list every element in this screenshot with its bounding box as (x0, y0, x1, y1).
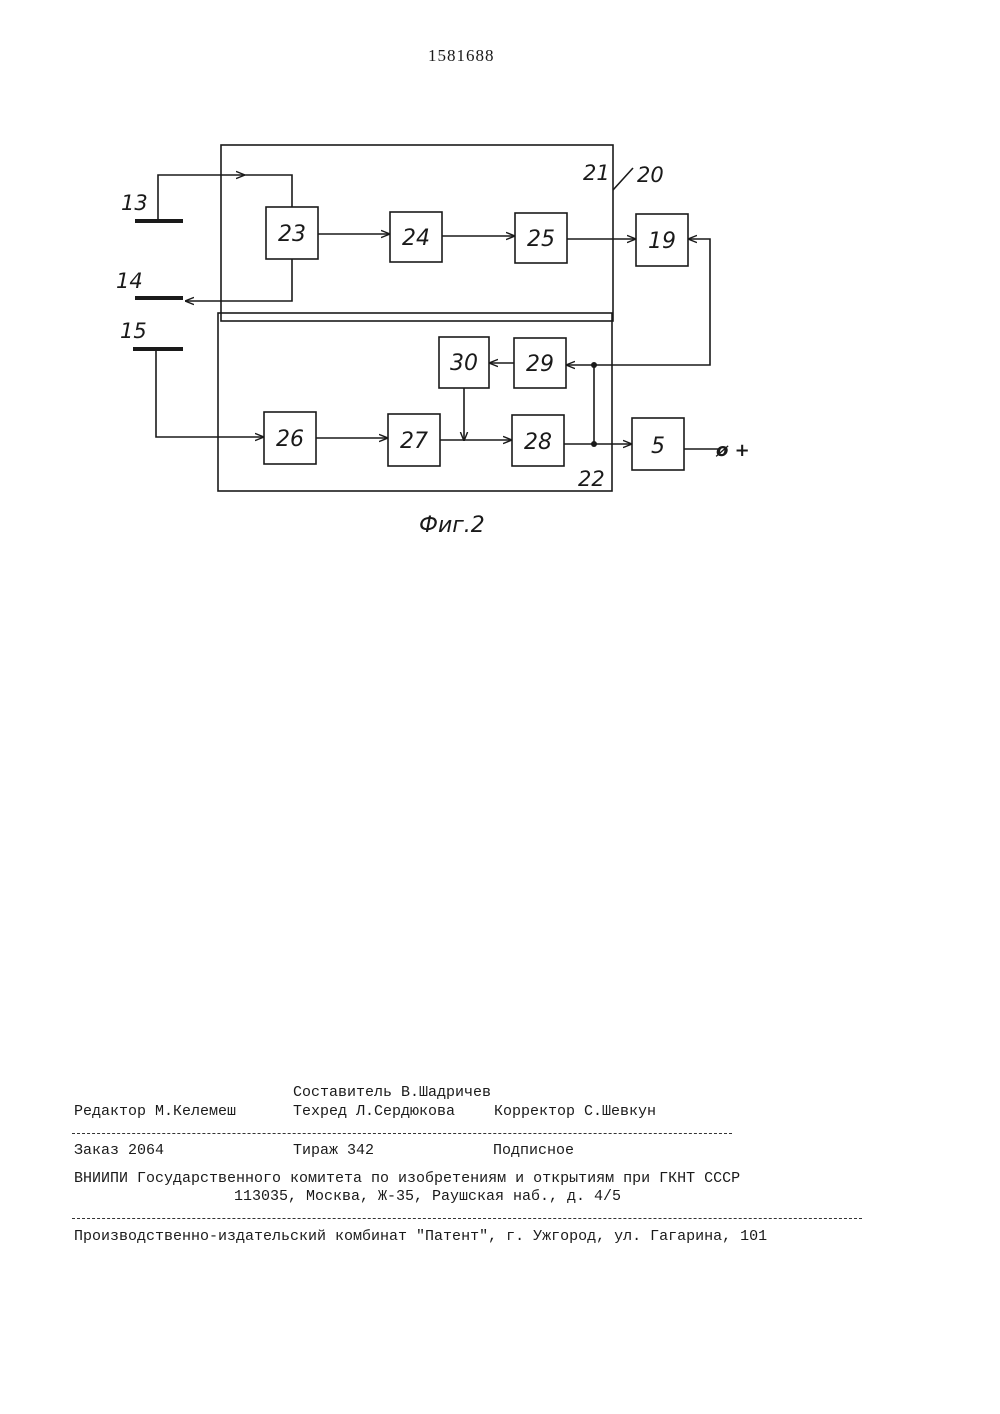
compiler-line: Составитель В.Шадричев (293, 1084, 491, 1101)
printer-line: Производственно-издательский комбинат "П… (74, 1228, 767, 1245)
techred-line: Техред Л.Сердюкова (293, 1103, 455, 1120)
corrector-line: Корректор С.Шевкун (494, 1103, 656, 1120)
circulation-line: Тираж 342 (293, 1142, 374, 1159)
editor-line: Редактор М.Келемеш (74, 1103, 236, 1120)
subscription-line: Подписное (493, 1142, 574, 1159)
divider-bottom (72, 1218, 862, 1219)
divider-top (72, 1133, 732, 1134)
organization-line: ВНИИПИ Государственного комитета по изоб… (74, 1170, 740, 1187)
order-line: Заказ 2064 (74, 1142, 164, 1159)
address-line: 113035, Москва, Ж-35, Раушская наб., д. … (234, 1188, 621, 1205)
